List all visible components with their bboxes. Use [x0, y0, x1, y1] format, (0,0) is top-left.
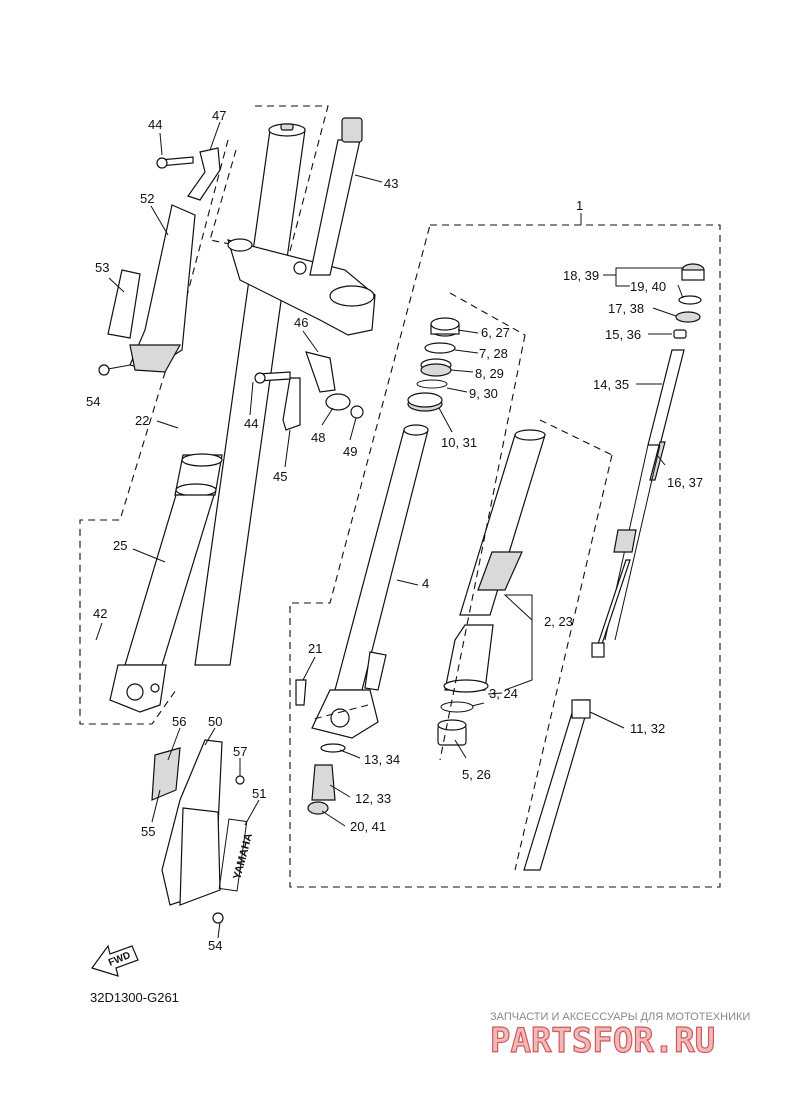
callout-3-24: 3, 24: [489, 686, 518, 701]
callout-22: 22: [135, 413, 149, 428]
callout-15-36: 15, 36: [605, 327, 641, 342]
callout-20-41: 20, 41: [350, 819, 386, 834]
callout-7-28: 7, 28: [479, 346, 508, 361]
top-left-small-parts: [98, 147, 364, 431]
callout-5-26: 5, 26: [462, 767, 491, 782]
callout-42: 42: [93, 606, 107, 621]
callout-54: 54: [86, 394, 100, 409]
callout-50: 50: [208, 714, 222, 729]
exploded-parts: [311, 263, 705, 871]
callout-43: 43: [384, 176, 398, 191]
callout-49: 49: [343, 444, 357, 459]
callout-44: 44: [148, 117, 162, 132]
callout-21: 21: [308, 641, 322, 656]
callout-48: 48: [311, 430, 325, 445]
callout-4: 4: [422, 576, 429, 591]
callout-55: 55: [141, 824, 155, 839]
diagram-code: 32D1300-G261: [90, 990, 179, 1005]
callout-47: 47: [212, 108, 226, 123]
callout-57: 57: [233, 744, 247, 759]
callout-14-35: 14, 35: [593, 377, 629, 392]
callout-45: 45: [273, 469, 287, 484]
callout-53: 53: [95, 260, 109, 275]
callout-44: 44: [244, 416, 258, 431]
callout-56: 56: [172, 714, 186, 729]
callout-52: 52: [140, 191, 154, 206]
callout-16-37: 16, 37: [667, 475, 703, 490]
callout-11-32: 11, 32: [630, 721, 665, 736]
brand-text: YAMAHA: [231, 832, 255, 881]
watermark-tagline: ЗАПЧАСТИ И АКСЕССУАРЫ ДЛЯ МОТОТЕХНИКИ: [490, 1011, 750, 1023]
callout-13-34: 13, 34: [364, 752, 400, 767]
callout-1: 1: [576, 198, 583, 213]
callout-6-27: 6, 27: [481, 325, 510, 340]
callout-25: 25: [113, 538, 127, 553]
callout-46: 46: [294, 315, 308, 330]
watermark: ЗАПЧАСТИ И АКСЕССУАРЫ ДЛЯ МОТОТЕХНИКИ PA…: [489, 1011, 750, 1062]
callout-8-29: 8, 29: [475, 366, 504, 381]
callout-18-39: 18, 39: [563, 268, 599, 283]
callout-12-33: 12, 33: [355, 791, 391, 806]
callout-2-23: 2, 23: [544, 614, 573, 629]
callout-51: 51: [252, 786, 266, 801]
callout-10-31: 10, 31: [441, 435, 477, 450]
fwd-arrow: FWD: [91, 944, 139, 977]
leader-lines: [95, 121, 684, 939]
callout-19-40: 19, 40: [630, 279, 666, 294]
callout-labels: 1 44 47 43 52 53 54 46 44 48 49 45 22 25…: [86, 108, 703, 953]
callout-9-30: 9, 30: [469, 386, 498, 401]
fork-guard-upper: [107, 204, 196, 373]
lower-small-parts: [295, 679, 346, 815]
triple-clamp: [227, 117, 376, 336]
callout-54: 54: [208, 938, 222, 953]
callout-17-38: 17, 38: [608, 301, 644, 316]
watermark-logo: PARTSFOR.RU: [490, 1021, 715, 1061]
